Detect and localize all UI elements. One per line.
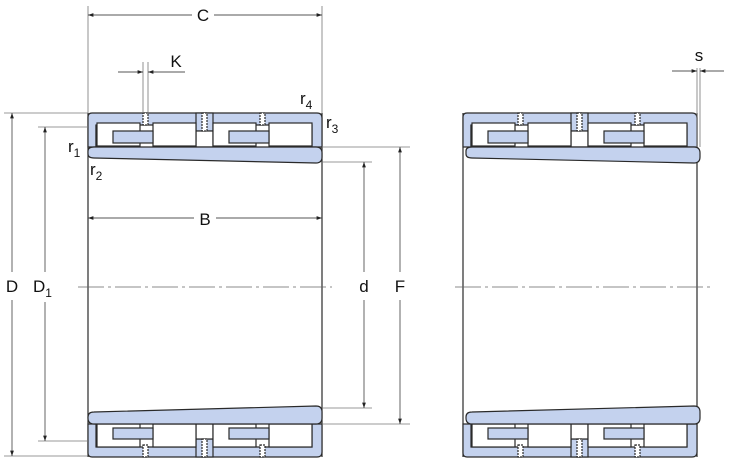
dimension-B: B	[88, 210, 322, 229]
svg-text:F: F	[395, 277, 405, 296]
bearing-section-right	[462, 112, 701, 458]
svg-text:s: s	[695, 46, 704, 65]
svg-text:d: d	[359, 277, 368, 296]
svg-text:K: K	[170, 52, 182, 71]
label-r1: r1	[68, 137, 81, 160]
dimension-D: D	[4, 112, 88, 457]
outer-ring-rollers-top	[87, 112, 323, 148]
svg-text:C: C	[197, 6, 209, 25]
dimension-d: d	[322, 161, 372, 409]
svg-text:D: D	[6, 277, 18, 296]
dimension-s: s	[672, 46, 724, 147]
bearing-section-left	[87, 112, 323, 458]
svg-text:B: B	[199, 210, 210, 229]
dimension-F: F	[322, 146, 410, 425]
dimension-C: C	[87, 6, 323, 113]
label-r4: r4	[300, 89, 313, 112]
dimension-D1: D1	[33, 126, 88, 442]
svg-text:D1: D1	[33, 277, 52, 300]
label-r2: r2	[90, 160, 103, 183]
label-r3: r3	[326, 113, 339, 136]
dimension-K: K	[118, 52, 185, 113]
inner-ring-top	[87, 146, 323, 164]
outer-ring-rollers-bottom	[87, 423, 323, 458]
inner-ring-bottom-shifted	[465, 405, 701, 425]
inner-ring-bottom	[87, 405, 323, 425]
inner-ring-top-shifted	[465, 146, 701, 164]
